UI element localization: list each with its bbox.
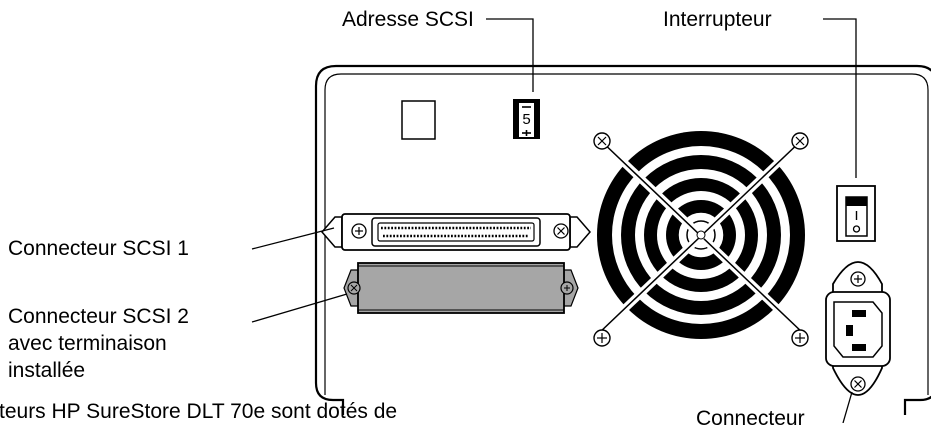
screw-fan-bottom-right xyxy=(791,329,809,347)
power-switch[interactable] xyxy=(836,185,876,242)
screw-fan-bottom-left xyxy=(593,329,611,347)
scsi-connector-1 xyxy=(321,213,591,251)
cooling-fan xyxy=(595,131,807,339)
label-scsi-connector-2-line1: Connecteur SCSI 2 xyxy=(8,305,189,328)
screw-connector1-left xyxy=(351,223,367,239)
leader-scsi-address xyxy=(486,18,534,92)
scsi-connector-2-terminator xyxy=(343,262,579,314)
label-power-switch: Interrupteur xyxy=(663,8,772,31)
blank-square xyxy=(401,100,436,140)
screw-terminator-right xyxy=(560,281,574,295)
leader-scsi-connector-2 xyxy=(251,293,348,323)
screw-connector1-right xyxy=(553,223,569,239)
screw-fan-top-right xyxy=(791,132,809,150)
leader-scsi-connector-1 xyxy=(251,227,335,250)
scsi-address-value: 5 xyxy=(519,111,534,129)
screw-terminator-left xyxy=(347,281,361,295)
screw-power-bottom xyxy=(850,376,866,392)
leader-power-connector xyxy=(842,391,853,423)
label-scsi-connector-1: Connecteur SCSI 1 xyxy=(8,237,189,260)
chassis-inner-outline xyxy=(324,73,929,395)
label-scsi-connector-2-line3: installée xyxy=(8,359,86,382)
screw-power-top xyxy=(850,271,866,287)
chassis-outline xyxy=(314,64,931,415)
leader-power-switch xyxy=(823,18,857,178)
label-power-connector: Connecteur xyxy=(696,407,805,430)
screw-fan-top-left xyxy=(593,132,611,150)
footer-text: teurs HP SureStore DLT 70e sont dotés de xyxy=(0,400,398,423)
label-scsi-connector-2-line2: avec terminaison xyxy=(8,332,167,355)
power-inlet xyxy=(825,261,891,396)
label-scsi-address: Adresse SCSI xyxy=(342,8,474,31)
